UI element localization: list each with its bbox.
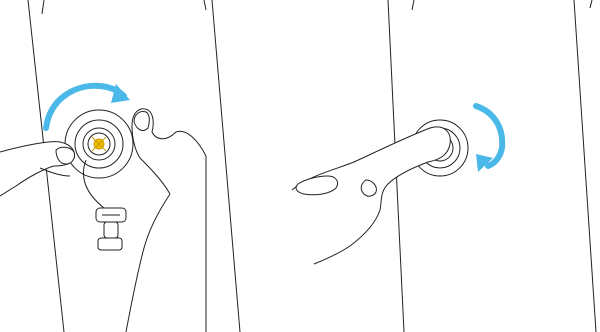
panel-unlock-with-key — [0, 0, 240, 332]
lock-cylinder-icon — [65, 110, 133, 178]
hand-icon — [126, 109, 206, 332]
panel-turn-knob — [292, 0, 596, 332]
rotate-clockwise-arrow-icon — [476, 106, 502, 172]
hand-icon — [292, 127, 450, 264]
hand-icon — [0, 142, 75, 196]
